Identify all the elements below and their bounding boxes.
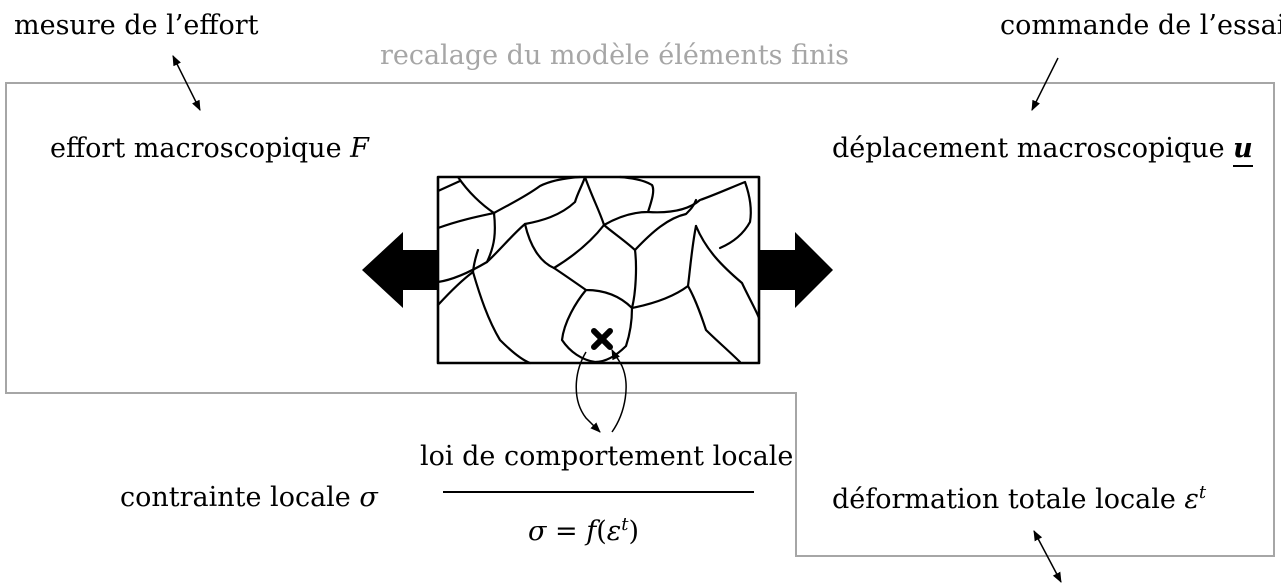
right-load-arrow-icon [759,232,833,308]
fe-update-label: recalage du modèle éléments finis [380,40,849,71]
specimen [436,175,761,365]
local-stress-label: contrainte locale σ [120,484,378,511]
left-load-arrow-icon [362,232,438,308]
law-function: f [586,516,597,547]
test-control-label: commande de l’essai [1000,10,1281,41]
law-equation: σ = f(εt) [528,514,640,547]
test-control-arrow [1031,57,1059,111]
local-strain-label: déformation totale locale εt [832,482,1207,515]
fe-frame [5,82,1275,557]
strain-arrow [1033,530,1062,583]
macro-disp-text: déplacement macroscopique [832,133,1225,164]
local-stress-text: contrainte locale [120,482,351,513]
force-measure-label: mesure de l’effort [14,10,259,41]
material-point-cross-icon [591,328,613,350]
local-strain-symbol: ε [1184,484,1199,515]
macro-disp-label: déplacement macroscopique u [832,133,1253,167]
macro-disp-symbol: u [1233,133,1253,167]
macro-force-label: effort macroscopique F [50,135,369,162]
local-stress-symbol: σ [359,482,378,513]
local-law-label: loi de comportement locale [420,441,794,472]
force-measure-arrow [172,55,201,111]
law-arrow-down [575,351,601,433]
law-lhs: σ [528,516,547,547]
law-paren-open: ( [596,516,607,547]
macro-force-text: effort macroscopique [50,133,342,164]
law-paren-close: ) [628,516,640,547]
specimen-microstructure [436,175,761,365]
law-epsilon: ε [606,516,622,547]
local-strain-superscript: t [1198,482,1207,503]
law-arrow-up [611,349,627,433]
law-superscript: t [621,514,629,535]
local-strain-text: déformation totale locale [832,484,1176,515]
law-equals: = [555,516,578,547]
macro-force-symbol: F [350,133,369,164]
